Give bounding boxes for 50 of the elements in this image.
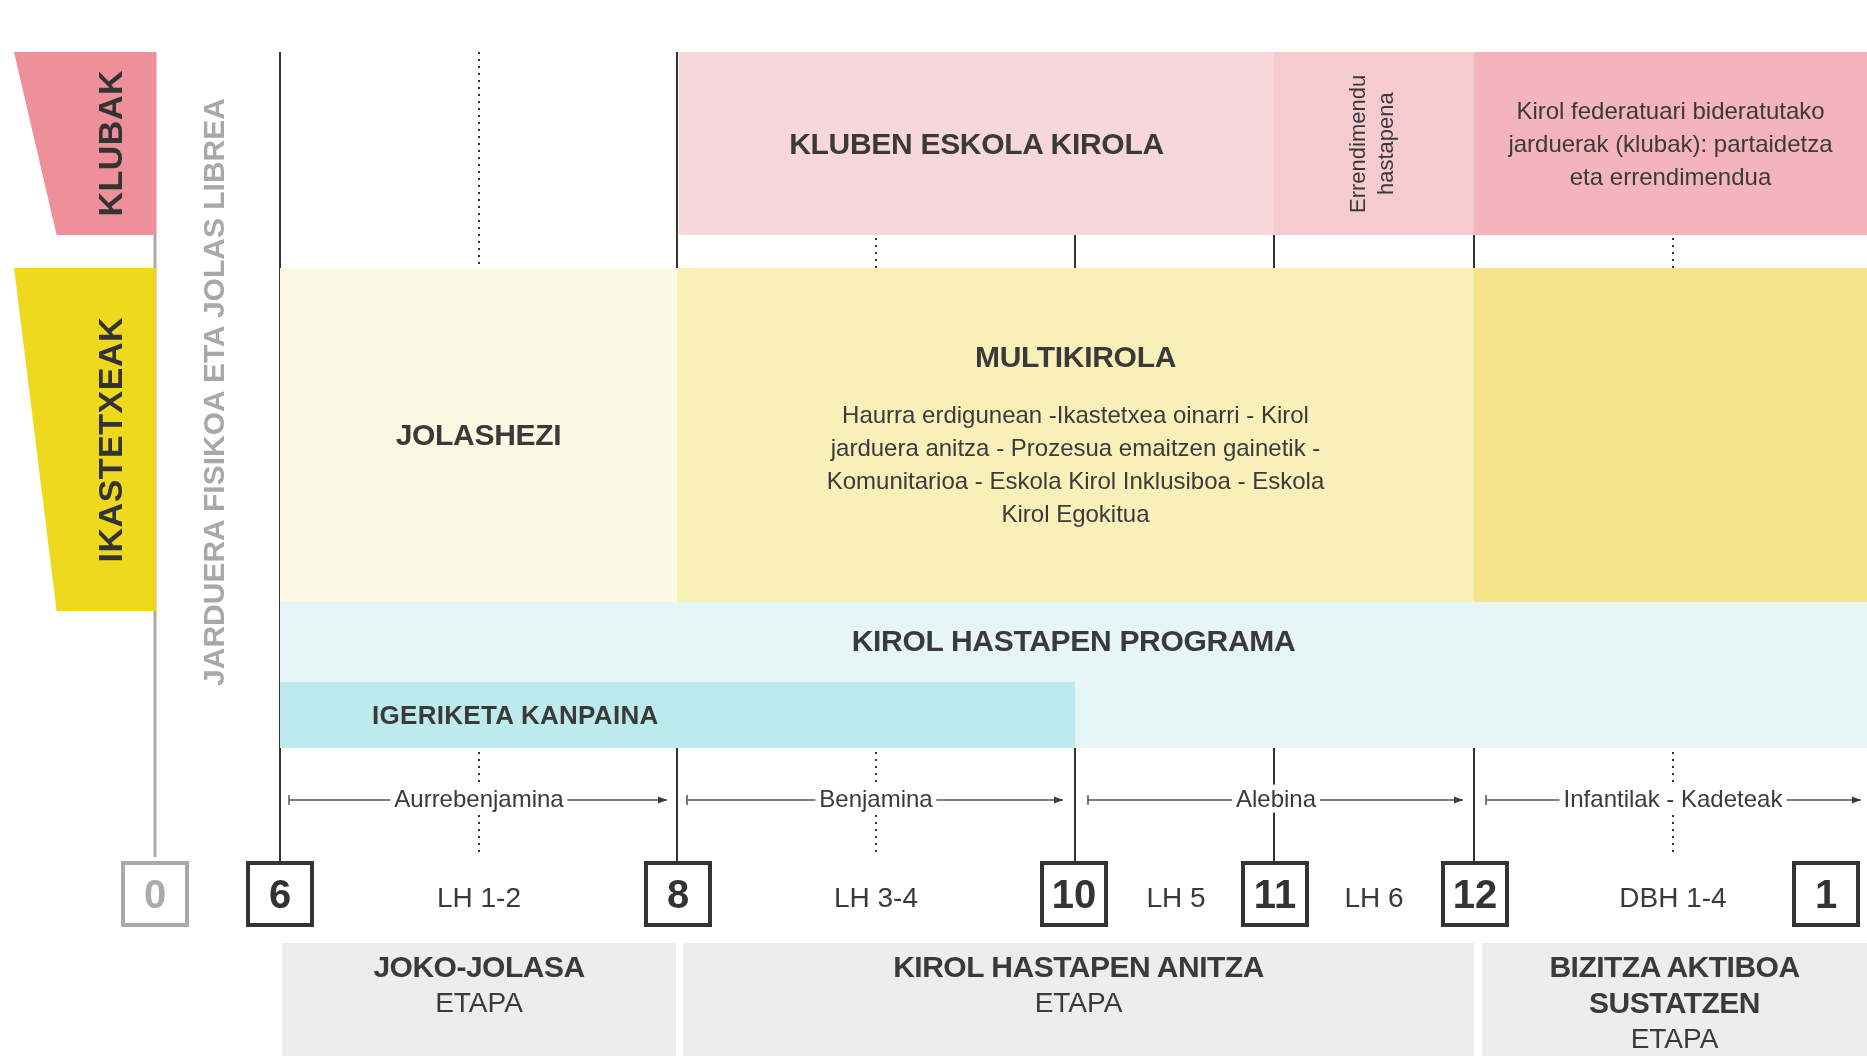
grade-label: DBH 1-4 bbox=[1619, 882, 1727, 914]
age-category-label: Benjamina bbox=[815, 784, 937, 813]
program-box bbox=[1474, 268, 1867, 602]
grade-label: LH 1-2 bbox=[437, 882, 521, 914]
program-box bbox=[679, 52, 1274, 235]
program-title: MULTIKIROLA bbox=[974, 340, 1177, 374]
program-box bbox=[280, 268, 677, 602]
section-tab bbox=[14, 52, 156, 235]
age-marker bbox=[246, 861, 314, 927]
stage-title: JOKO-JOLASA bbox=[372, 949, 586, 985]
age-category-label: Infantilak - Kadeteak bbox=[1559, 784, 1787, 813]
age-marker bbox=[121, 861, 189, 927]
grade-label: LH 3-4 bbox=[834, 882, 918, 914]
program-title: KLUBEN ESKOLA KIROLA bbox=[789, 126, 1164, 161]
age-number: 1 bbox=[1814, 874, 1838, 914]
campaign-band bbox=[280, 682, 1075, 748]
section-title: IKASTETXEAK bbox=[90, 316, 130, 563]
age-number: 12 bbox=[1452, 874, 1498, 914]
age-number: 8 bbox=[666, 874, 690, 914]
age-category-label: Aurrebenjamina bbox=[390, 784, 568, 813]
program-title: IGERIKETA KANPAINA bbox=[372, 699, 659, 731]
program-band bbox=[280, 602, 1867, 748]
program-box bbox=[1474, 52, 1867, 235]
stage-subtitle: ETAPA bbox=[435, 986, 523, 1020]
age-marker bbox=[1241, 861, 1309, 927]
age-number: 11 bbox=[1253, 874, 1297, 914]
grade-label: LH 5 bbox=[1146, 882, 1206, 914]
age-number: 0 bbox=[143, 874, 167, 914]
age-marker bbox=[1441, 861, 1509, 927]
age-marker bbox=[1040, 861, 1108, 927]
description-text: Errendimendu hastapena bbox=[1344, 73, 1399, 215]
stage-subtitle: ETAPA bbox=[1034, 986, 1123, 1020]
program-box bbox=[677, 268, 1474, 602]
vertical-caption: JARDUERA FISIKOA ETA JOLAS LIBREA bbox=[197, 98, 231, 686]
age-number: 10 bbox=[1051, 874, 1097, 914]
stage-title: KIROL HASTAPEN ANITZA bbox=[892, 949, 1265, 985]
program-title: JOLASHEZI bbox=[395, 418, 562, 452]
program-title: KIROL HASTAPEN PROGRAMA bbox=[851, 624, 1296, 658]
grade-label: LH 6 bbox=[1344, 882, 1404, 914]
description-text: Haurra erdigunean -Ikastetxea oinarri - Kirol jarduera anitza - Prozesua emaitzen gainetik - Komunitarioa - Eskola Kirol Inklusiboa - Eskola Kirol Egokitua bbox=[825, 400, 1326, 529]
program-box bbox=[1274, 52, 1474, 235]
age-marker bbox=[1792, 861, 1860, 927]
description-text: Kirol federatuari bideratutako jarduerak (klubak): partaidetza eta errendimendua bbox=[1507, 96, 1834, 192]
age-marker bbox=[644, 861, 712, 927]
age-number: 6 bbox=[268, 874, 292, 914]
section-title: KLUBAK bbox=[90, 70, 130, 217]
stage-title: BIZITZA AKTIBOA SUSTATZEN bbox=[1548, 949, 1801, 1021]
age-category-label: Alebina bbox=[1231, 784, 1321, 813]
stage-subtitle: ETAPA bbox=[1630, 1022, 1719, 1056]
section-tab bbox=[14, 268, 156, 611]
